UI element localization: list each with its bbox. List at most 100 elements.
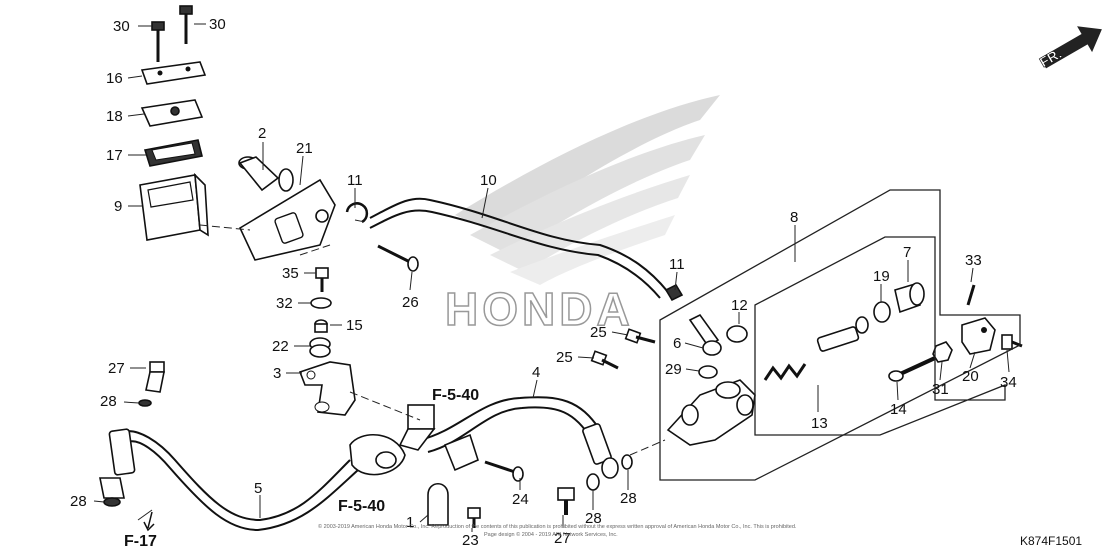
part-label-31: 31 xyxy=(932,381,949,398)
hose-joint-block xyxy=(398,404,479,472)
part-label-13: 13 xyxy=(811,415,828,432)
part-label-4: 4 xyxy=(532,364,540,381)
bolt-24 xyxy=(484,460,524,482)
part-label-26: 26 xyxy=(402,294,419,311)
hose-clamp-upper xyxy=(345,202,369,224)
part-label-34: 34 xyxy=(1000,374,1017,391)
part-label-24: 24 xyxy=(512,491,529,508)
piston-assembly xyxy=(816,316,869,352)
reservoir-hose xyxy=(369,197,669,293)
part-label-12: 12 xyxy=(731,297,748,314)
bolt-35 xyxy=(315,267,329,292)
connection-lines xyxy=(199,219,666,456)
part-label-32: 32 xyxy=(276,295,293,312)
part-label-5: 5 xyxy=(254,480,262,497)
diagram-code: K874F1501 xyxy=(1020,534,1082,548)
circlip-19 xyxy=(873,301,891,323)
reference-f-5-40-upper[interactable]: F-5-40 xyxy=(432,387,479,404)
part-label-28-bottom: 28 xyxy=(585,510,602,527)
part-label-30-right: 30 xyxy=(209,16,226,33)
banjo-bolt-lower xyxy=(557,487,575,515)
reservoir-guard xyxy=(238,178,336,261)
copyright-line-2: Page design © 2004 - 2019 ARI Network Se… xyxy=(484,531,618,538)
boot-7 xyxy=(894,282,925,314)
mounting-bolt-25-lower xyxy=(590,350,619,370)
master-cylinder-bracket xyxy=(298,361,356,416)
front-direction-arrow: FR. xyxy=(1036,26,1102,71)
reservoir-plate xyxy=(140,99,204,127)
nut-31 xyxy=(932,341,953,363)
part-label-29: 29 xyxy=(665,361,682,378)
clevis-pin-34 xyxy=(1001,334,1023,350)
honda-wing-watermark xyxy=(455,95,720,285)
assembly-box-8 xyxy=(659,189,1021,481)
bolt-23 xyxy=(467,507,481,528)
hose-end-fitting-upper xyxy=(349,433,406,476)
part-label-1: 1 xyxy=(406,514,414,531)
part-label-20: 20 xyxy=(962,368,979,385)
part-label-23: 23 xyxy=(462,532,479,549)
part-label-28-right: 28 xyxy=(620,490,637,507)
part-label-3: 3 xyxy=(273,365,281,382)
brake-hose-upper xyxy=(419,396,601,441)
honda-watermark-text: HONDA xyxy=(445,283,634,335)
part-label-9: 9 xyxy=(114,198,122,215)
sealing-washer-upper xyxy=(138,399,152,407)
part-label-33: 33 xyxy=(965,252,982,269)
reference-f-17-arrow xyxy=(143,511,155,532)
part-label-7: 7 xyxy=(903,244,911,261)
hose-clamp-lower xyxy=(664,283,684,302)
part-label-16: 16 xyxy=(106,70,123,87)
part-label-6: 6 xyxy=(673,335,681,352)
part-label-27-upper: 27 xyxy=(108,360,125,377)
reservoir-bolt-left xyxy=(151,21,165,62)
reservoir-cap xyxy=(140,61,207,85)
sealing-washer-lower-b xyxy=(621,454,633,470)
leader-lines xyxy=(93,23,1010,532)
part-label-30-left: 30 xyxy=(113,18,130,35)
hose-end-fitting-lower xyxy=(99,428,136,507)
mounting-bolt-26 xyxy=(377,244,419,272)
part-label-11-lower: 11 xyxy=(669,256,685,273)
rear-master-cylinder xyxy=(666,379,756,446)
mounting-bolt-25-upper xyxy=(624,328,656,344)
sealing-washer-lower-a xyxy=(586,473,600,491)
part-label-17: 17 xyxy=(106,147,123,164)
part-label-25-lower: 25 xyxy=(556,349,573,366)
part-label-14: 14 xyxy=(890,401,907,418)
reservoir-diaphragm xyxy=(143,139,203,167)
guard-collar xyxy=(238,156,294,192)
inlet-joint xyxy=(688,313,722,356)
washer-32 xyxy=(310,297,332,309)
copyright-line-1: © 2003-2019 American Honda Motor Co., In… xyxy=(318,523,797,530)
hose-fitting-right xyxy=(582,423,619,479)
cotter-pin-33 xyxy=(966,284,976,306)
part-label-35: 35 xyxy=(282,265,299,282)
part-label-28-left: 28 xyxy=(70,493,87,510)
part-label-15: 15 xyxy=(346,317,363,334)
part-label-27-lower: 27 xyxy=(554,530,571,547)
reservoir-bolt-right xyxy=(179,5,193,44)
assembly-box-13 xyxy=(754,236,1006,436)
part-label-2: 2 xyxy=(258,125,266,142)
part-label-8: 8 xyxy=(790,209,798,226)
reference-f-5-40-lower[interactable]: F-5-40 xyxy=(338,498,385,515)
part-label-11-upper: 11 xyxy=(347,172,363,189)
part-label-28-upper: 28 xyxy=(100,393,117,410)
reservoir-tank xyxy=(139,172,209,241)
piston-spring xyxy=(763,363,807,381)
part-label-19: 19 xyxy=(873,268,890,285)
pushrod-14 xyxy=(888,356,936,382)
grommet-22 xyxy=(309,337,331,358)
o-ring-12 xyxy=(726,325,748,343)
part-label-18: 18 xyxy=(106,108,123,125)
banjo-bolt-upper xyxy=(145,361,165,393)
o-ring-29 xyxy=(698,365,718,379)
hose-clip xyxy=(427,482,449,526)
part-label-10: 10 xyxy=(480,172,497,189)
reference-f-17[interactable]: F-17 xyxy=(124,533,157,550)
part-label-21: 21 xyxy=(296,140,313,157)
part-label-22: 22 xyxy=(272,338,289,355)
collar-15 xyxy=(314,319,328,333)
